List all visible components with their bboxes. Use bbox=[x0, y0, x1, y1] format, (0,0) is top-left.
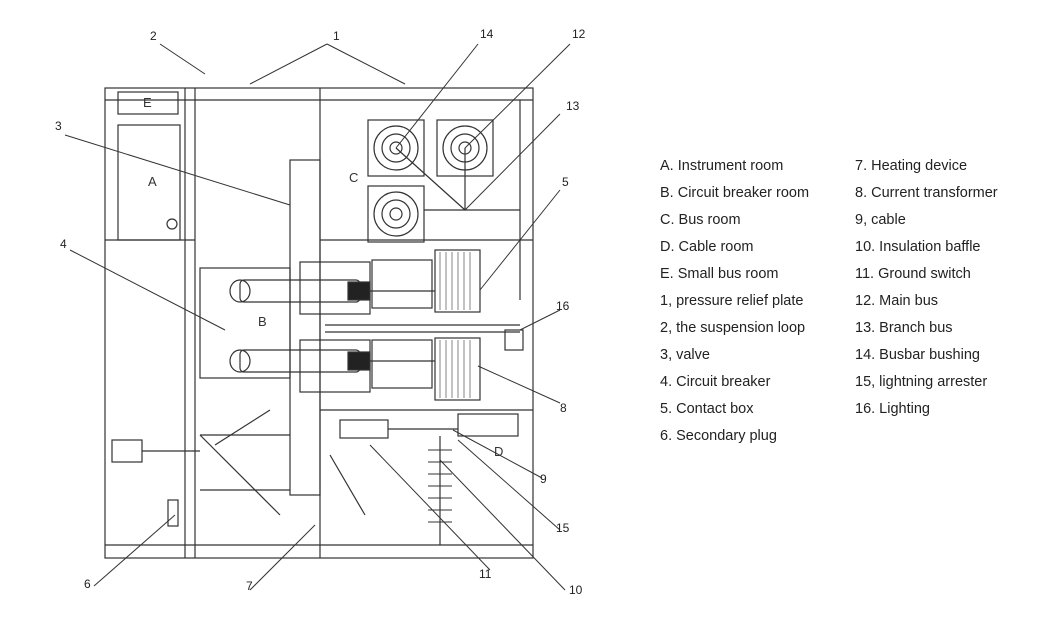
legend-item-8: 8. Current transformer bbox=[855, 185, 998, 201]
busbar-bushing-3 bbox=[367, 185, 425, 243]
legend-item-B: B. Circuit breaker room bbox=[660, 185, 810, 201]
contact-box-lower bbox=[371, 339, 433, 389]
legend-item-15: 15, lightning arrester bbox=[855, 374, 988, 390]
room-C: C bbox=[349, 170, 358, 185]
legend-item-D: D. Cable room bbox=[660, 239, 754, 255]
legend-item-2: 2, the suspension loop bbox=[660, 320, 806, 336]
current-transformer-upper bbox=[434, 249, 481, 313]
room-E: E bbox=[143, 95, 152, 110]
heating-device bbox=[167, 499, 179, 527]
room-B: B bbox=[258, 314, 267, 329]
switchgear-diagram: 1 2 3 4 5 6 7 8 9 10 11 12 13 14 15 16 E… bbox=[55, 27, 586, 597]
secondary-plug bbox=[111, 439, 143, 463]
callout-9: 9 bbox=[540, 472, 547, 486]
ground-switch bbox=[339, 419, 389, 439]
legend-item-A: A. Instrument room bbox=[660, 158, 784, 174]
legend-item-14: 14. Busbar bushing bbox=[855, 347, 980, 363]
callout-14: 14 bbox=[480, 27, 494, 41]
callout-15: 15 bbox=[556, 521, 570, 535]
arm-contact-lower bbox=[347, 351, 371, 371]
lightning-arrester bbox=[457, 413, 519, 437]
legend-item-5: 5. Contact box bbox=[660, 401, 754, 417]
callout-4: 4 bbox=[60, 237, 67, 251]
room-A: A bbox=[148, 174, 157, 189]
small-bus-room bbox=[117, 91, 179, 115]
arm-contact-upper bbox=[347, 281, 371, 301]
legend-item-10: 10. Insulation baffle bbox=[855, 239, 981, 255]
legend-item-11: 11. Ground switch bbox=[855, 266, 971, 282]
legend: A. Instrument room 7. Heating device B. … bbox=[660, 153, 1035, 450]
branch-bus bbox=[395, 147, 466, 211]
legend-item-16: 16. Lighting bbox=[855, 401, 930, 417]
callout-1: 1 bbox=[333, 29, 340, 43]
callout-3: 3 bbox=[55, 119, 62, 133]
room-D: D bbox=[494, 444, 503, 459]
callout-2: 2 bbox=[150, 29, 157, 43]
callout-10: 10 bbox=[569, 583, 583, 597]
legend-item-C: C. Bus room bbox=[660, 212, 741, 228]
circuit-breaker bbox=[199, 267, 291, 379]
callout-7: 7 bbox=[246, 579, 253, 593]
legend-item-3: 3, valve bbox=[660, 347, 710, 363]
contact-box-upper bbox=[371, 259, 433, 309]
legend-item-13: 13. Branch bus bbox=[855, 320, 953, 336]
callout-16: 16 bbox=[556, 299, 570, 313]
legend-item-4: 4. Circuit breaker bbox=[660, 374, 771, 390]
callout-12: 12 bbox=[572, 27, 586, 41]
legend-item-7: 7. Heating device bbox=[855, 158, 968, 174]
legend-item-E: E. Small bus room bbox=[660, 266, 779, 282]
callout-6: 6 bbox=[84, 577, 91, 591]
callout-5: 5 bbox=[562, 175, 569, 189]
callout-11: 11 bbox=[479, 567, 492, 581]
callout-8: 8 bbox=[560, 401, 567, 415]
lighting bbox=[504, 329, 524, 351]
legend-item-9: 9, cable bbox=[855, 212, 906, 228]
callout-13: 13 bbox=[566, 99, 580, 113]
legend-item-12: 12. Main bus bbox=[855, 293, 939, 309]
legend-item-6: 6. Secondary plug bbox=[660, 428, 777, 444]
busbar-bushing-1 bbox=[367, 119, 425, 177]
current-transformer-lower bbox=[434, 337, 481, 401]
cabinet-outline bbox=[104, 87, 534, 559]
legend-item-1: 1, pressure relief plate bbox=[660, 293, 804, 309]
